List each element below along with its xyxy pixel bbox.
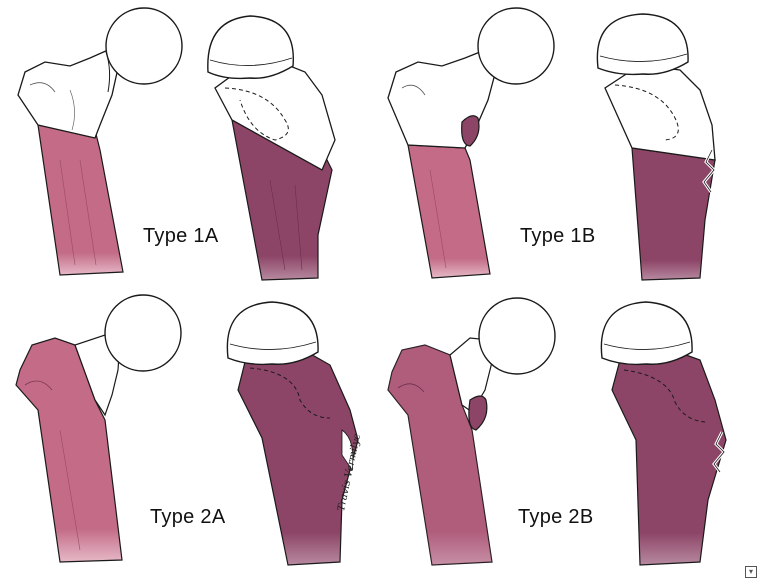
proximal-femur (388, 50, 496, 148)
type-1b-label: Type 1B (520, 225, 595, 247)
femoral-head (227, 302, 318, 364)
shaft-shade (612, 350, 726, 565)
lateral-view-2b (601, 302, 726, 565)
shaft-shade (38, 125, 123, 275)
lateral-view-1b (597, 14, 715, 280)
femoral-head (478, 8, 554, 84)
shaft-shade (238, 348, 358, 565)
type-2b-label: Type 2B (518, 506, 593, 528)
femoral-head (105, 295, 181, 371)
femoral-head (479, 298, 555, 374)
shaft-shade (408, 145, 490, 278)
femoral-head (597, 14, 688, 74)
caret-icon: ▾ (745, 566, 757, 578)
type-1a-label: Type 1A (143, 225, 219, 247)
lateral-view-1a (208, 16, 335, 280)
panel-1a: Type 1A (18, 8, 335, 280)
panel-1b: Type 1B (388, 8, 715, 280)
femoral-head (208, 16, 294, 78)
shaft-shade (632, 148, 715, 280)
type-2a-label: Type 2A (150, 506, 226, 528)
lesser-trochanter-fragment (469, 396, 487, 430)
femoral-head (601, 302, 692, 364)
lateral-view-2a (227, 302, 358, 565)
lesser-trochanter-fragment (462, 116, 479, 146)
femoral-head (106, 8, 182, 84)
panel-2a: Type 2A (16, 295, 358, 565)
proximal-femur (605, 65, 715, 160)
panel-2b: Type 2B (388, 298, 726, 565)
proximal-femur (18, 50, 118, 138)
